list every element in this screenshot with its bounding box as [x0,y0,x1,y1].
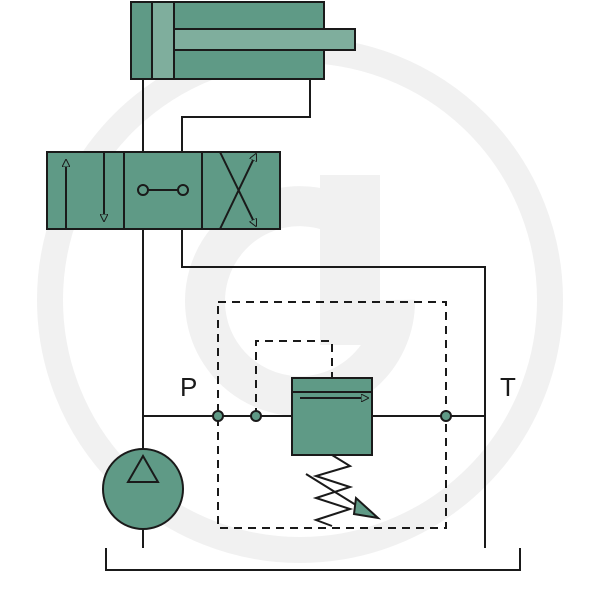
fixed-displacement-pump-icon [102,448,184,530]
tank-port-label: T [500,372,516,402]
double-acting-cylinder [130,1,356,80]
pressure-port-junction [212,410,224,422]
valve-arrow-cross-up [219,154,256,230]
tank-port-junction [440,410,452,422]
pressure-port-label: P [180,372,197,402]
valve-arrow-cross-down [219,151,256,226]
valve-junction-left [137,184,149,196]
pressure-relief-valve [291,377,373,456]
directional-control-valve [46,151,281,230]
hydraulic-lines [105,79,521,571]
pilot-line [255,340,333,416]
valve-junction-right [177,184,189,196]
pilot-junction [250,410,262,422]
adjustable-spring-icon [305,454,382,527]
